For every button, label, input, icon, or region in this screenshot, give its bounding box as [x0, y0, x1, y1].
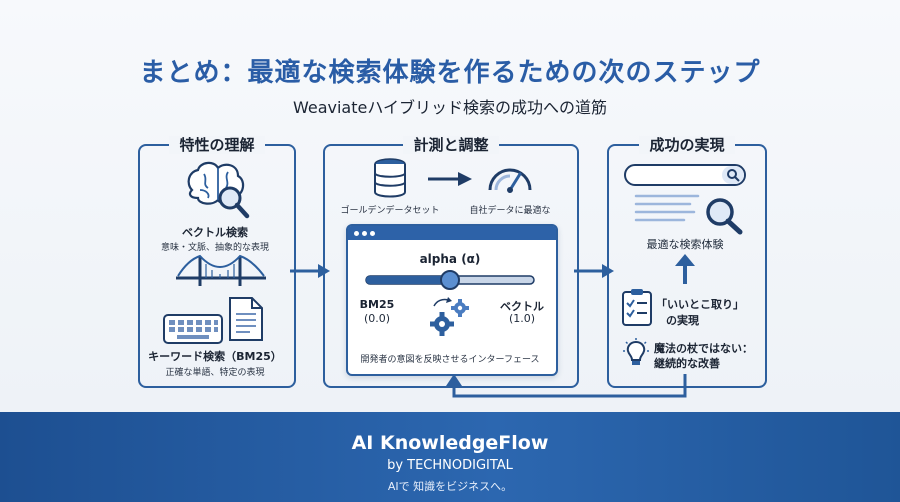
page-subtitle: Weaviateハイブリッド検索の成功への道筋 — [292, 98, 608, 117]
panel-understanding-title: 特性の理解 — [169, 136, 265, 154]
alpha-slider[interactable] — [365, 270, 535, 290]
magic-wand-line2: 継続的な改善 — [654, 357, 720, 370]
bm25-label: BM25 — [359, 298, 395, 311]
panel-understanding: 特性の理解 — [138, 136, 296, 388]
panel-success-title: 成功の実現 — [639, 136, 735, 154]
panel-measure-adjust-title: 計測と調整 — [403, 136, 499, 154]
keyword-search-desc: 正確な単語、特定の表現 — [165, 368, 265, 378]
bm25-value: (0.0) — [363, 312, 391, 325]
arrow-right-icon — [428, 172, 472, 186]
bridge-icon — [176, 254, 266, 286]
search-bar-icon — [624, 164, 746, 186]
gauge-icon — [488, 168, 532, 193]
page-title: まとめ：最適な検索体験を作るための次のステップ — [139, 58, 761, 88]
panel-success: 成功の実現 — [607, 136, 767, 388]
lightbulb-icon — [623, 338, 649, 365]
vector-end-label: ベクトル — [500, 300, 544, 313]
alpha-slider-knob[interactable] — [440, 270, 460, 290]
vector-search-desc: 意味・文脈、抽象的な表現 — [160, 243, 269, 253]
footer-banner: AI KnowledgeFlow by TECHNODIGITAL AIで 知識… — [0, 412, 900, 502]
search-results-icon — [634, 194, 743, 235]
document-icon — [229, 297, 263, 341]
footer-by: by TECHNODIGITAL — [387, 458, 513, 473]
database-icon — [374, 158, 406, 198]
magic-wand-line1: 魔法の杖ではない： — [654, 342, 753, 355]
footer-tagline: AIで 知識をビジネスへ。 — [387, 480, 513, 493]
window-title-bar — [348, 226, 556, 240]
main-area: まとめ：最適な検索体験を作るための次のステップ Weaviateハイブリッド検索… — [0, 0, 900, 412]
footer-brand: AI KnowledgeFlow — [351, 432, 549, 454]
optimal-search-label: 最適な検索体験 — [646, 238, 724, 251]
checklist-icon — [622, 289, 652, 326]
golden-dataset-label: ゴールデンデータセット — [340, 206, 440, 216]
feedback-loop-arrow — [446, 374, 687, 398]
panel-measure-adjust: 計測と調整 — [323, 136, 579, 388]
alpha-label: alpha (α) — [419, 252, 481, 266]
brain-search-icon — [187, 161, 250, 219]
vector-end-value: (1.0) — [508, 312, 536, 325]
best-of-both-label: 「いいとこ取り」 — [656, 298, 744, 311]
realization-label: の実現 — [666, 314, 699, 327]
alpha-tuning-window — [346, 224, 558, 376]
vector-search-label: ベクトル検索 — [182, 226, 248, 239]
keyword-search-label: キーワード検索（BM25） — [148, 350, 282, 363]
keyboard-icon — [163, 314, 223, 344]
interface-label: 開発者の意図を反映させるインターフェース — [360, 355, 540, 365]
gears-icon — [430, 297, 469, 336]
arrow-up-icon — [675, 254, 695, 284]
optimal-for-data-label: 自社データに最適な — [469, 206, 551, 216]
